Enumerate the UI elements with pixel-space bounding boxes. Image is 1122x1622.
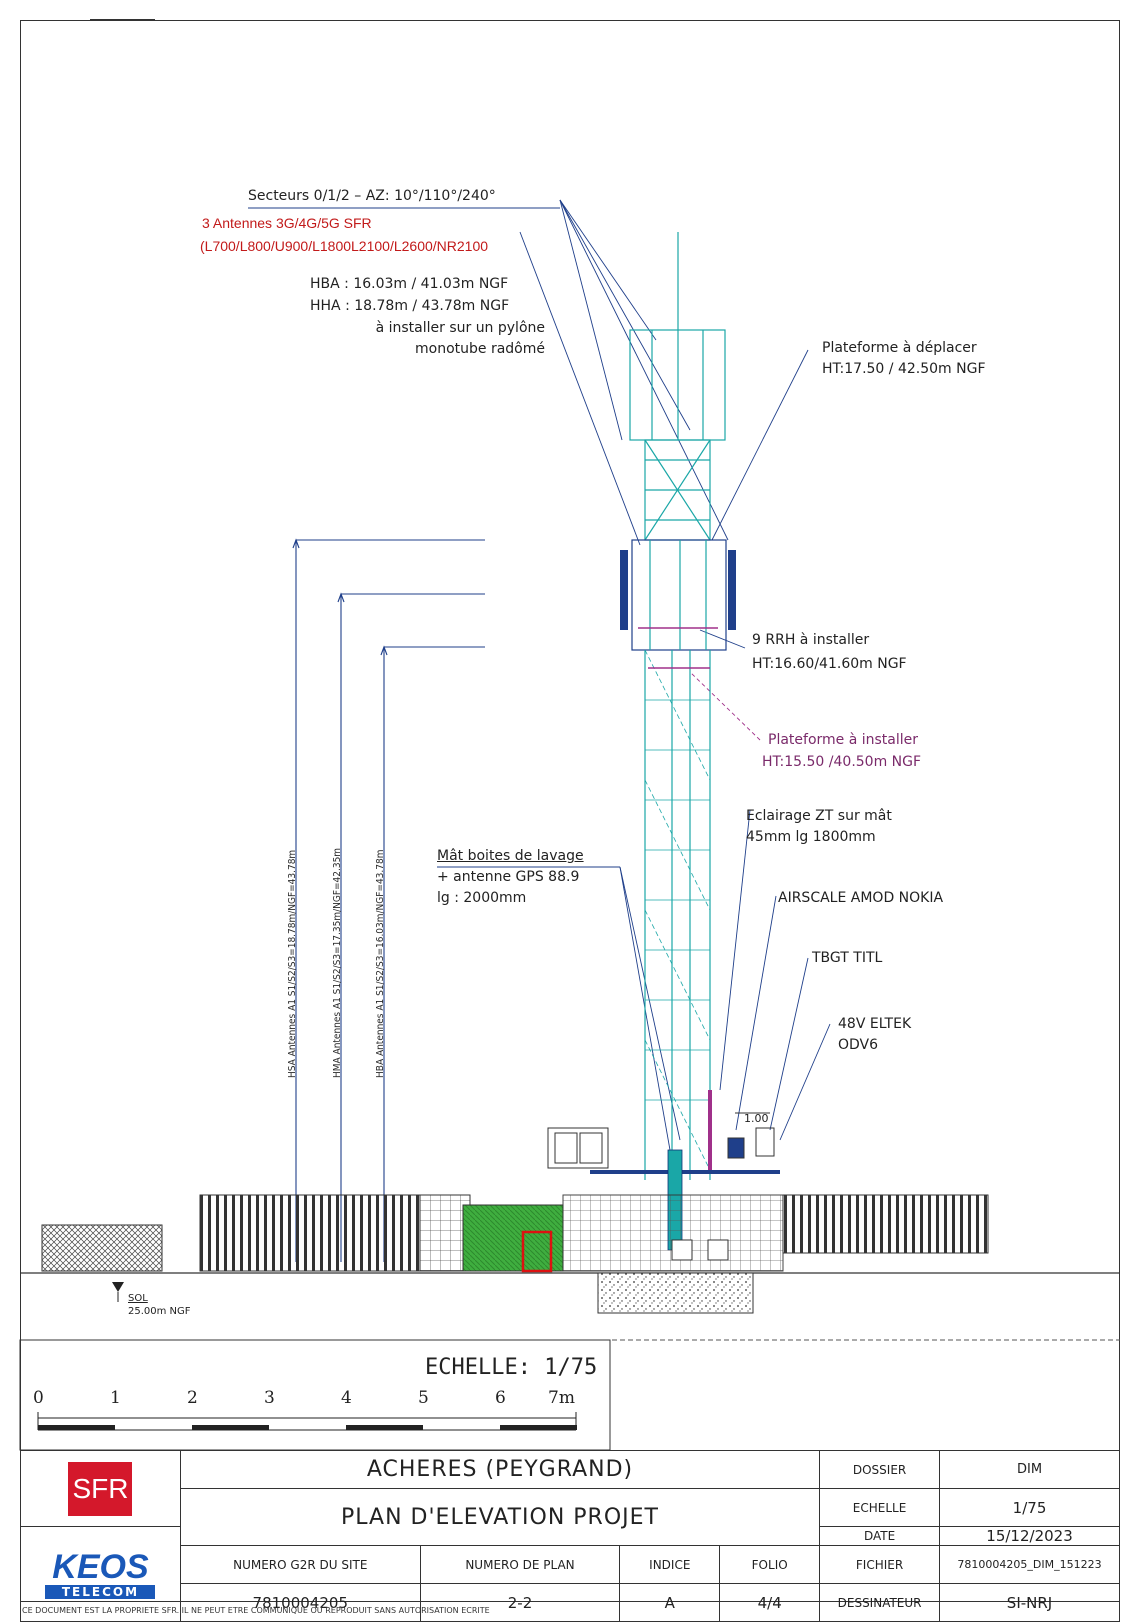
dessinateur-key: DESSINATEUR — [819, 1583, 941, 1622]
indice-value: A — [619, 1583, 721, 1622]
scale-bar — [37, 1412, 577, 1431]
eltek-label-1: 48V ELTEK — [838, 1016, 912, 1032]
eltek-label-2: ODV6 — [838, 1037, 879, 1053]
folio-value: 4/4 — [719, 1583, 821, 1622]
footer-notice: CE DOCUMENT EST LA PROPRIETE SFR. IL NE … — [22, 1606, 490, 1615]
col-folio-header: FOLIO — [719, 1545, 821, 1584]
drawing-sheet — [20, 20, 1120, 1602]
scale-tick: 2 — [187, 1388, 198, 1408]
fichier-key: FICHIER — [819, 1545, 941, 1584]
platform-install-label-2: HT:15.50 /40.50m NGF — [762, 754, 922, 770]
plan-number: 2-2 — [419, 1583, 621, 1622]
dossier-value: DIM — [939, 1450, 1120, 1489]
sol-ngf-label: 25.00m NGF — [128, 1306, 191, 1317]
mast-label-1: Mât boites de lavage — [437, 848, 584, 864]
scale-tick: 7m — [548, 1388, 575, 1408]
mast-label-2: + antenne GPS 88.9 — [437, 869, 580, 885]
col-site-header: NUMERO G2R DU SITE — [179, 1545, 421, 1584]
sfr-logo: SFR — [68, 1461, 133, 1516]
scale-tick: 6 — [495, 1388, 506, 1408]
keos-logo: KEOS — [52, 1548, 149, 1586]
dim-hsa-label: HSA Antennes A1 S1/S2/S3=18.78m/NGF=43.7… — [287, 849, 298, 1078]
platform-install-label-1: Plateforme à installer — [768, 732, 919, 748]
install-label-1: à installer sur un pylône — [375, 320, 545, 336]
dim-hma-label: HMA Antennes A1 S1/S2/S3=17.35m/NGF=42.3… — [332, 847, 343, 1078]
echelle-value: 1/75 — [939, 1488, 1120, 1527]
antennas-label-1: 3 Antennes 3G/4G/5G SFR — [202, 215, 372, 231]
telecom-label: TELECOM — [45, 1585, 156, 1599]
dimension-lines — [292, 538, 485, 1262]
plan-title: PLAN D'ELEVATION PROJET — [179, 1488, 821, 1546]
platform-move-label-1: Plateforme à déplacer — [822, 340, 977, 356]
fichier-value: 7810004205_DIM_151223 — [939, 1545, 1120, 1584]
keos-logo-cell: KEOS TELECOM — [20, 1526, 181, 1622]
dim-hba-label: HBA Antennes A1 S1/S2/S3=16.03m/NGF=43.7… — [375, 849, 386, 1078]
mast-label-3: lg : 2000mm — [437, 890, 527, 906]
date-key: DATE — [819, 1526, 941, 1546]
tbgt-label: TBGT TITL — [812, 950, 883, 966]
dossier-key: DOSSIER — [819, 1450, 941, 1489]
scale-tick: 0 — [33, 1388, 44, 1408]
echelle-key: ECHELLE — [819, 1488, 941, 1527]
dimension-1m-label: 1.00 — [744, 1112, 769, 1125]
sectors-label: Secteurs 0/1/2 – AZ: 10°/110°/240° — [248, 188, 496, 204]
antennas-label-2: (L700/L800/U900/L1800L2100/L2600/NR2100 — [200, 238, 489, 254]
scale-tick: 1 — [110, 1388, 121, 1408]
project-name: ACHERES (PEYGRAND) — [179, 1450, 821, 1489]
col-plan-header: NUMERO DE PLAN — [419, 1545, 621, 1584]
lighting-label-2: 45mm lg 1800mm — [746, 829, 876, 845]
airscale-label: AIRSCALE AMOD NOKIA — [778, 890, 944, 906]
hba-label: HBA : 16.03m / 41.03m NGF — [310, 276, 509, 292]
rrh-label-1: 9 RRH à installer — [752, 632, 870, 648]
platform-move-label-2: HT:17.50 / 42.50m NGF — [822, 361, 986, 377]
title-block: SFR ACHERES (PEYGRAND) DOSSIER DIM PLAN … — [20, 1450, 1120, 1622]
date-value: 15/12/2023 — [939, 1526, 1120, 1546]
tower — [629, 232, 727, 1180]
lighting-label-1: Eclairage ZT sur mât — [746, 808, 892, 824]
scale-title: ECHELLE: 1/75 — [425, 1355, 598, 1380]
scale-tick: 5 — [418, 1388, 429, 1408]
dessinateur-value: SI-NRJ — [939, 1583, 1120, 1622]
rrh-label-2: HT:16.60/41.60m NGF — [752, 656, 907, 672]
install-label-2: monotube radômé — [415, 341, 545, 357]
scale-tick: 3 — [264, 1388, 275, 1408]
hha-label: HHA : 18.78m / 43.78m NGF — [310, 298, 510, 314]
base-equipment — [547, 1112, 775, 1169]
sol-label: SOL — [128, 1293, 148, 1304]
site-number: 7810004205 — [179, 1583, 421, 1622]
sfr-logo-cell: SFR — [20, 1450, 181, 1527]
scale-tick: 4 — [341, 1388, 352, 1408]
col-indice-header: INDICE — [619, 1545, 721, 1584]
